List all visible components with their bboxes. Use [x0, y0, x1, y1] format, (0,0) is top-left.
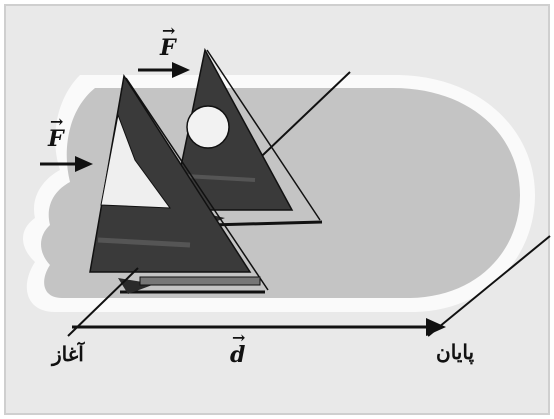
displacement-arrow: [72, 318, 446, 336]
finish-line: [427, 235, 551, 337]
force-label-top: F: [160, 21, 176, 61]
force-label-left: F: [48, 112, 64, 152]
start-line: [67, 267, 139, 337]
displacement-label: d: [230, 328, 246, 368]
force-arrow-left: [40, 156, 93, 172]
force-arrow-top: [138, 62, 190, 78]
iceboat-front: [89, 73, 269, 294]
start-label: آغاز: [52, 342, 84, 366]
end-label: پایان: [436, 340, 475, 364]
